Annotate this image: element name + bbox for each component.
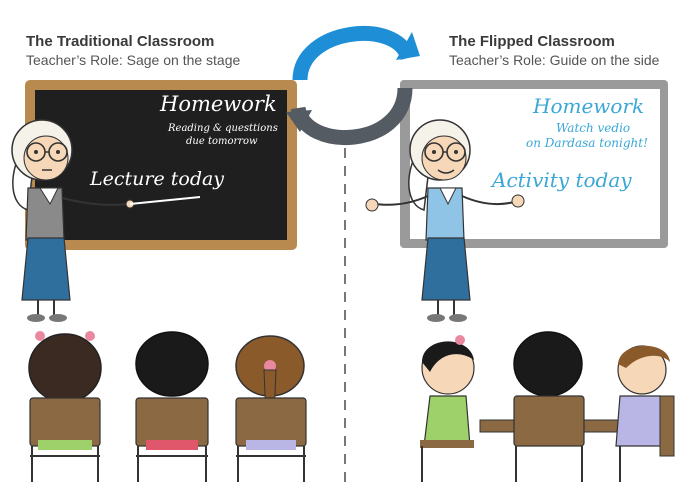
whiteboard-activity: Activity today bbox=[492, 168, 632, 192]
traditional-title: The Traditional Classroom bbox=[26, 33, 215, 50]
whiteboard-note-line1: Watch vedio bbox=[556, 121, 631, 135]
traditional-students bbox=[28, 331, 307, 482]
whiteboard bbox=[400, 80, 668, 248]
chalkboard-homework: Homework bbox=[160, 92, 277, 116]
traditional-subtitle: Teacher’s Role: Sage on the stage bbox=[26, 52, 241, 68]
flipped-title: The Flipped Classroom bbox=[449, 33, 615, 50]
chalkboard bbox=[25, 80, 297, 250]
flipped-students bbox=[420, 331, 675, 482]
whiteboard-homework: Homework bbox=[533, 94, 645, 118]
traditional-heading: The Traditional Classroom Teacher’s Role… bbox=[26, 33, 240, 68]
traditional-teacher bbox=[11, 119, 201, 322]
flipped-teacher bbox=[365, 119, 525, 322]
chalkboard-note-line2: due tomorrow bbox=[186, 136, 258, 147]
whiteboard-note-line2: on Dardasa tonight! bbox=[526, 136, 648, 150]
cycle-arrows-icon bbox=[286, 25, 420, 145]
chalkboard-lecture: Lecture today bbox=[90, 168, 225, 190]
flipped-heading: The Flipped Classroom Teacher’s Role: Gu… bbox=[449, 33, 659, 68]
chalkboard-note-line1: Reading & questtions bbox=[168, 123, 278, 134]
flipped-subtitle: Teacher’s Role: Guide on the side bbox=[449, 52, 660, 68]
